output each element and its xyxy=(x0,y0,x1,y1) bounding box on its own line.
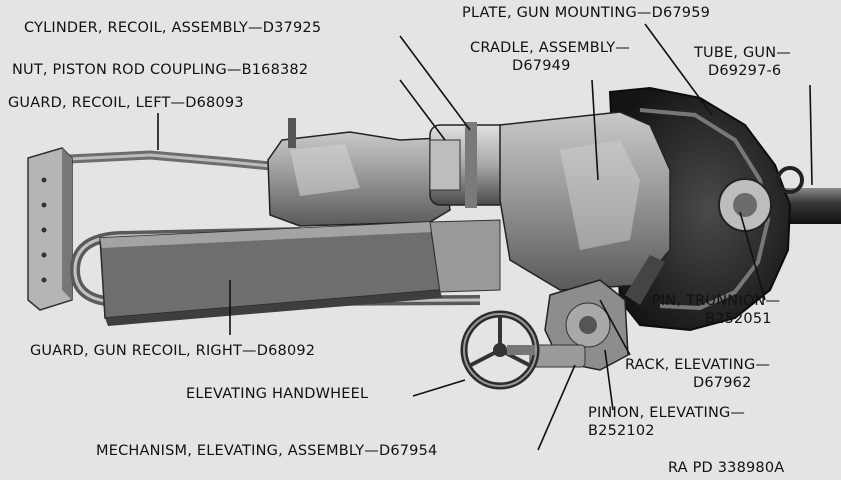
label-rack-elevating-line2: D67962 xyxy=(693,375,752,391)
label-pinion-elevating-line1: PINION, ELEVATING— xyxy=(588,405,746,421)
label-pinion-elevating-line2: B252102 xyxy=(588,423,655,439)
leader-lines xyxy=(157,23,813,451)
label-cradle-line2: D67949 xyxy=(512,58,571,74)
cradle-assembly xyxy=(499,111,671,291)
recoil-guard-right-panel xyxy=(99,219,501,326)
label-plate-gun-mounting: PLATE, GUN MOUNTING—D67959 xyxy=(462,5,711,21)
label-cylinder-recoil: CYLINDER, RECOIL, ASSEMBLY—D37925 xyxy=(24,20,322,36)
label-cradle-line1: CRADLE, ASSEMBLY— xyxy=(470,40,631,56)
label-tube-line2: D69297-6 xyxy=(708,63,782,79)
label-mechanism-elevating: MECHANISM, ELEVATING, ASSEMBLY—D67954 xyxy=(96,443,438,459)
label-ra-pd: RA PD 338980A xyxy=(668,460,785,476)
label-guard-gun-recoil-right: GUARD, GUN RECOIL, RIGHT—D68092 xyxy=(30,343,316,359)
label-nut-piston: NUT, PISTON ROD COUPLING—B168382 xyxy=(12,62,309,78)
label-rack-elevating-line1: RACK, ELEVATING— xyxy=(625,357,771,373)
label-elevating-handwheel: ELEVATING HANDWHEEL xyxy=(186,386,369,402)
elevating-mechanism xyxy=(529,255,665,371)
elevating-handwheel xyxy=(460,310,540,390)
end-plate xyxy=(27,147,73,311)
label-pin-trunnion-line1: PIN, TRUNNION— xyxy=(652,293,781,309)
label-pin-trunnion-line2: B252051 xyxy=(705,311,772,327)
label-tube-line1: TUBE, GUN— xyxy=(694,45,791,61)
label-guard-recoil-left: GUARD, RECOIL, LEFT—D68093 xyxy=(8,95,244,111)
recoil-cylinder-housing xyxy=(267,118,451,227)
